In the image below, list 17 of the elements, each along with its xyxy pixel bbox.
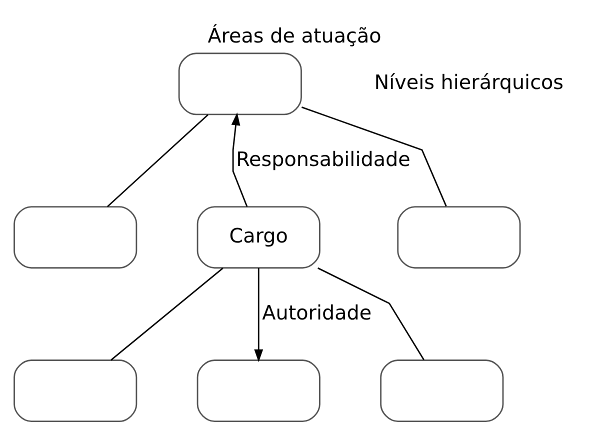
arrow <box>231 112 248 206</box>
node-box <box>380 359 504 422</box>
node-box <box>14 359 138 422</box>
node-box <box>196 359 320 422</box>
connector <box>106 114 208 207</box>
connector <box>318 266 424 360</box>
connector <box>301 106 447 206</box>
node-box <box>178 52 302 115</box>
node-box <box>397 206 521 268</box>
node-box: Cargo <box>196 206 320 268</box>
connector <box>110 267 224 360</box>
arrow <box>254 268 264 362</box>
node-box <box>14 206 138 268</box>
edge-label: Responsabilidade <box>236 147 410 170</box>
label: Níveis hierárquicos <box>374 70 564 94</box>
diagram-title: Áreas de atuação <box>208 24 382 47</box>
edge-label: Autoridade <box>262 300 372 324</box>
